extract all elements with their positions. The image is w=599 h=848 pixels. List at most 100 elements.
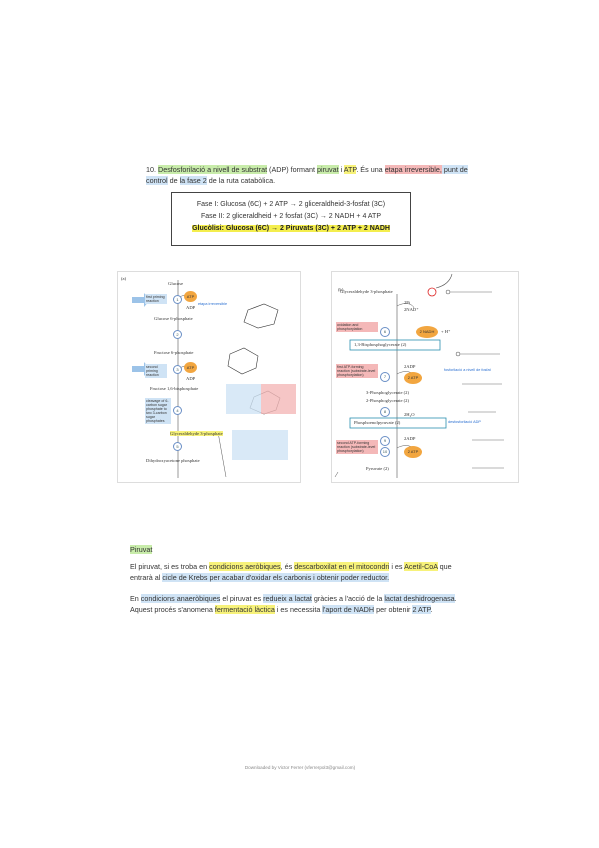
highlight-reduced-lactate: redueix a lactat bbox=[263, 594, 312, 603]
step-2: 2 bbox=[173, 330, 182, 339]
pg3-label: 3-Phosphoglycerate (2) bbox=[366, 390, 409, 395]
text-segment: per obtenir bbox=[374, 605, 413, 614]
highlight-phase-2: la fase 2 bbox=[179, 176, 207, 185]
note-first-atp: first ATP-forming reaction (substrate-le… bbox=[336, 364, 378, 378]
panel-b-label: (b) bbox=[338, 287, 344, 292]
annotation-dephosphorylation: desfosforilació ADP bbox=[448, 420, 481, 424]
text-segment: (ADP) formant bbox=[267, 165, 317, 174]
piruvat-paragraph-2: En condicions anaeròbiques el piruvat es… bbox=[130, 593, 470, 615]
g3p-highlight bbox=[232, 430, 288, 460]
step-8: 8 bbox=[380, 407, 390, 417]
bpg-label: 1,3-Bisphosphoglycerate (2) bbox=[354, 342, 407, 347]
paragraph-10: 10. Desfosforilació a nivell de substrat… bbox=[146, 164, 471, 186]
highlight-2atp: 2 ATP bbox=[412, 605, 431, 614]
text-segment: de la ruta catabòlica. bbox=[206, 176, 276, 185]
figure-b-graphics bbox=[334, 273, 504, 478]
phosphate-highlight-blue bbox=[226, 384, 261, 414]
step-6: 6 bbox=[380, 327, 390, 337]
phosphate-circle-icon bbox=[427, 287, 437, 297]
summary-phase-1: Fase I: Glucosa (6C) + 2 ATP → 2 glicera… bbox=[196, 201, 386, 208]
adp-2: ADP bbox=[186, 376, 196, 381]
g3p-label: Glyceraldehyde 3-phosphate bbox=[170, 431, 223, 436]
highlight-acetyl-coa: Acetil-CoA bbox=[404, 562, 438, 571]
summary-phase-2: Fase II: 2 gliceraldheid + 2 fosfat (3C)… bbox=[200, 213, 381, 220]
adp-b1: 2ADP bbox=[404, 364, 416, 369]
highlight-anaerobic: condicions anaeròbiques bbox=[140, 594, 221, 603]
highlight-atp: ATP bbox=[343, 165, 357, 174]
step-7: 7 bbox=[380, 372, 390, 382]
fructose-ring-icon bbox=[227, 347, 259, 375]
text-segment: , és bbox=[280, 562, 295, 571]
atp-1: ATP bbox=[184, 291, 197, 302]
note-second-atp: second ATP-forming reaction (substrate-l… bbox=[336, 440, 378, 454]
text-segment: El piruvat, si es troba en bbox=[130, 562, 210, 571]
atp-b1: 2 ATP bbox=[404, 372, 422, 384]
text-segment: gràcies a l'acció de la bbox=[311, 594, 385, 603]
text-segment: . bbox=[430, 605, 433, 614]
piruvat-paragraph-1: El piruvat, si es troba en condicions ae… bbox=[130, 561, 470, 583]
item-number: 10. bbox=[146, 165, 156, 174]
step-9: 9 bbox=[380, 436, 390, 446]
nad-label: 2NAD⁺ bbox=[404, 307, 419, 312]
highlight-lactic-fermentation: fermentació làctica bbox=[214, 605, 275, 614]
atp-2: ATP bbox=[184, 362, 197, 373]
pg2-label: 2-Phosphoglycerate (2) bbox=[366, 398, 409, 403]
step-1: 1 bbox=[173, 295, 182, 304]
highlight-pyruvate: piruvat bbox=[317, 165, 339, 174]
glucose-label: Glucose bbox=[168, 281, 184, 286]
adp-1: ADP bbox=[186, 305, 196, 310]
text-segment: En bbox=[130, 594, 141, 603]
highlight-dephosphorylation: Desfosforilació a nivell de substrat bbox=[158, 165, 268, 174]
highlight-oxidation-goal: per acabar d'oxidar els carbonis i obten… bbox=[207, 573, 390, 582]
g3p-b-label: Glyceraldehyde 3-phosphate bbox=[340, 289, 393, 294]
highlight-decarboxylated: descarboxilat en el mitocondri bbox=[294, 562, 390, 571]
highlight-krebs: cicle de Krebs bbox=[162, 573, 208, 582]
f6p-label: Fructose 6-phosphate bbox=[154, 350, 194, 355]
summary-box: Fase I: Glucosa (6C) + 2 ATP → 2 glicera… bbox=[171, 192, 411, 246]
text-segment: de bbox=[167, 176, 180, 185]
text-segment: i bbox=[338, 165, 344, 174]
dhap-label: Dihydroxyacetone phosphate bbox=[146, 458, 200, 463]
h-plus-label: + H⁺ bbox=[441, 329, 451, 334]
text-segment: i es bbox=[389, 562, 405, 571]
step-5: 5 bbox=[173, 442, 182, 451]
note-first-priming: first priming reaction bbox=[145, 294, 167, 304]
note-second-priming: second priming reaction bbox=[145, 364, 167, 378]
atp-b2: 2 ATP bbox=[404, 446, 422, 458]
h2o-label: 2H₂O bbox=[404, 412, 415, 417]
text-segment: que entrarà al bbox=[130, 562, 452, 582]
summary-total-row: Glucòlisi: Glucosa (6C) → 2 Piruvats (3C… bbox=[172, 223, 410, 235]
panel-a-label: (a) bbox=[121, 276, 127, 281]
f16bp-label: Fructose 1,6-bisphosphate bbox=[150, 386, 199, 391]
phosphate-highlight-red bbox=[261, 384, 296, 414]
text-segment: . Aquest procés s'anomena bbox=[130, 594, 457, 614]
pep-label: Phosphoenolpyruvate (2) bbox=[354, 420, 401, 425]
highlight-aerobic: condicions aeròbiques bbox=[209, 562, 281, 571]
note-oxidation: oxidation and phosphorylation bbox=[336, 322, 378, 332]
glucose-ring-icon bbox=[243, 303, 279, 329]
text-segment: . És una bbox=[356, 165, 385, 174]
figure-a: (a) Glucose first priming reaction 1 ATP… bbox=[117, 271, 301, 483]
step-10: 10 bbox=[380, 447, 390, 457]
highlight-nadh-input: l'aport de NADH bbox=[322, 605, 375, 614]
pi-label: 2Pi bbox=[404, 300, 411, 305]
text-segment: el piruvat es bbox=[220, 594, 264, 603]
highlight-irreversible: etapa irreversible, bbox=[384, 165, 442, 174]
text-segment: i es necessita bbox=[274, 605, 323, 614]
annotation-phosphorylation: fosforilació a nivell de fosfat bbox=[444, 368, 491, 372]
nadh-badge: 2 NADH bbox=[416, 326, 438, 338]
download-footer: Downloaded by Victor Ferrer (vferrerpol3… bbox=[244, 765, 356, 770]
pep-box bbox=[349, 417, 447, 429]
piruvat-heading: Piruvat bbox=[130, 544, 153, 555]
note-cleavage: cleavage of 6-carbon sugar phosphate to … bbox=[145, 398, 171, 424]
g6p-label: Glucose 6-phosphate bbox=[154, 316, 193, 321]
pyruvate-label: Pyruvate (2) bbox=[366, 466, 389, 471]
highlight-ldh: lactat deshidrogenasa bbox=[384, 594, 455, 603]
piruvat-title: Piruvat bbox=[130, 545, 153, 554]
adp-b2: 2ADP bbox=[404, 436, 416, 441]
annotation-irreversible: etapa irreversible bbox=[198, 302, 228, 306]
bpg-box bbox=[349, 339, 441, 351]
figure-b: (b) Glyceraldehyde 3-phosphate 2Pi 2NAD⁺… bbox=[331, 271, 519, 483]
step-4: 4 bbox=[173, 406, 182, 415]
step-3: 3 bbox=[173, 365, 182, 374]
